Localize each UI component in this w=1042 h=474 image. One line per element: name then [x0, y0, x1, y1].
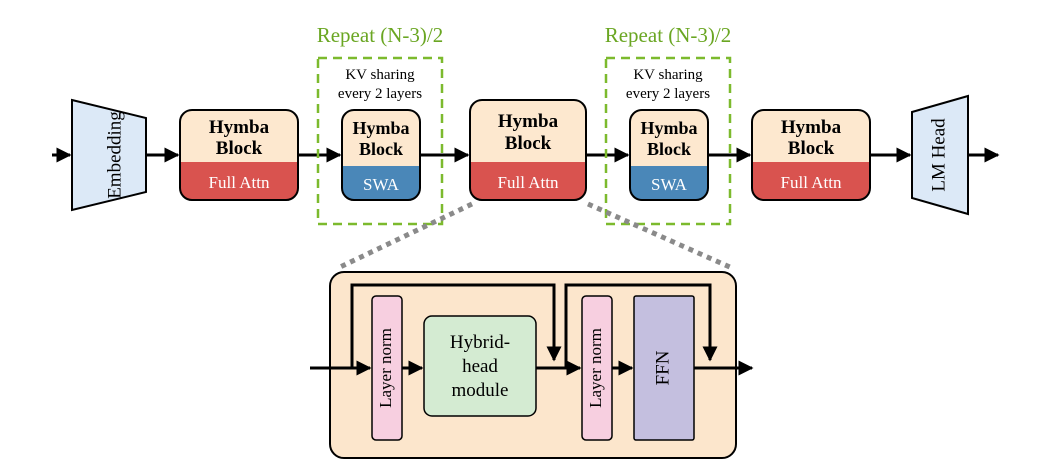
hymba-block-5-title-line1: Hymba — [781, 117, 842, 138]
repeat-group-1-note-line1: KV sharing — [345, 67, 415, 83]
repeat-group-1-title: Repeat (N-3)/2 — [317, 23, 444, 47]
hymba-block-4-title-line2: Block — [647, 139, 691, 159]
ffn-box — [633, 295, 695, 441]
hymba-block-1-title-line1: Hymba — [209, 117, 270, 138]
lm-head-block: LM Head — [911, 94, 969, 216]
hymba-block-1: Hymba Block Full Attn — [179, 109, 299, 201]
hymba-block-detail: Layer norm Hybrid- head module Layer nor… — [310, 271, 754, 459]
hymba-block-3: Hymba Block Full Attn — [469, 99, 587, 201]
hybrid-head-line2: head — [462, 356, 498, 377]
hymba-block-2: Hymba Block SWA — [341, 109, 421, 201]
layer-norm-1-box — [371, 295, 403, 441]
layer-norm-2-box — [581, 295, 613, 441]
ffn-label: FFN — [652, 350, 673, 385]
hymba-block-4-title-line1: Hymba — [640, 118, 697, 138]
hymba-block-5-title-line2: Block — [788, 138, 835, 159]
hymba-block-1-attn: Full Attn — [209, 173, 270, 192]
repeat-group-2-border — [604, 56, 732, 226]
hymba-block-2-title-line1: Hymba — [352, 118, 409, 138]
hymba-block-3-title-line2: Block — [505, 133, 552, 154]
repeat-group-2-note-line2: every 2 layers — [626, 86, 710, 102]
hymba-block-3-attn: Full Attn — [498, 173, 559, 192]
hybrid-head-line1: Hybrid- — [450, 332, 510, 353]
lm-head-label: LM Head — [928, 118, 949, 192]
hymba-block-5-attn: Full Attn — [781, 173, 842, 192]
hymba-block-1-title-line2: Block — [216, 138, 263, 159]
repeat-group-1: Repeat (N-3)/2 KV sharing every 2 layers — [316, 23, 444, 226]
hymba-block-4: Hymba Block SWA — [629, 109, 709, 201]
embedding-block: Embedding — [71, 98, 147, 212]
repeat-group-2-title: Repeat (N-3)/2 — [605, 23, 732, 47]
hymba-block-5: Hymba Block Full Attn — [751, 109, 871, 201]
hymba-block-2-attn: SWA — [363, 175, 400, 194]
layer-norm-1-label: Layer norm — [376, 328, 395, 408]
hymba-block-2-title-line2: Block — [359, 139, 403, 159]
detail-skip-connections — [350, 283, 718, 368]
embedding-label: Embedding — [104, 111, 125, 199]
layer-norm-2-label: Layer norm — [586, 328, 605, 408]
hymba-block-4-attn: SWA — [651, 175, 688, 194]
hymba-block-3-title-line1: Hymba — [498, 111, 559, 132]
hybrid-head-line3: module — [452, 380, 509, 401]
repeat-group-2: Repeat (N-3)/2 KV sharing every 2 layers — [604, 23, 732, 226]
repeat-group-1-note-line2: every 2 layers — [338, 86, 422, 102]
hybrid-head-module-box — [423, 315, 537, 417]
repeat-group-1-border — [316, 56, 444, 226]
zoom-lines — [336, 201, 734, 271]
repeat-group-2-note-line1: KV sharing — [633, 67, 703, 83]
